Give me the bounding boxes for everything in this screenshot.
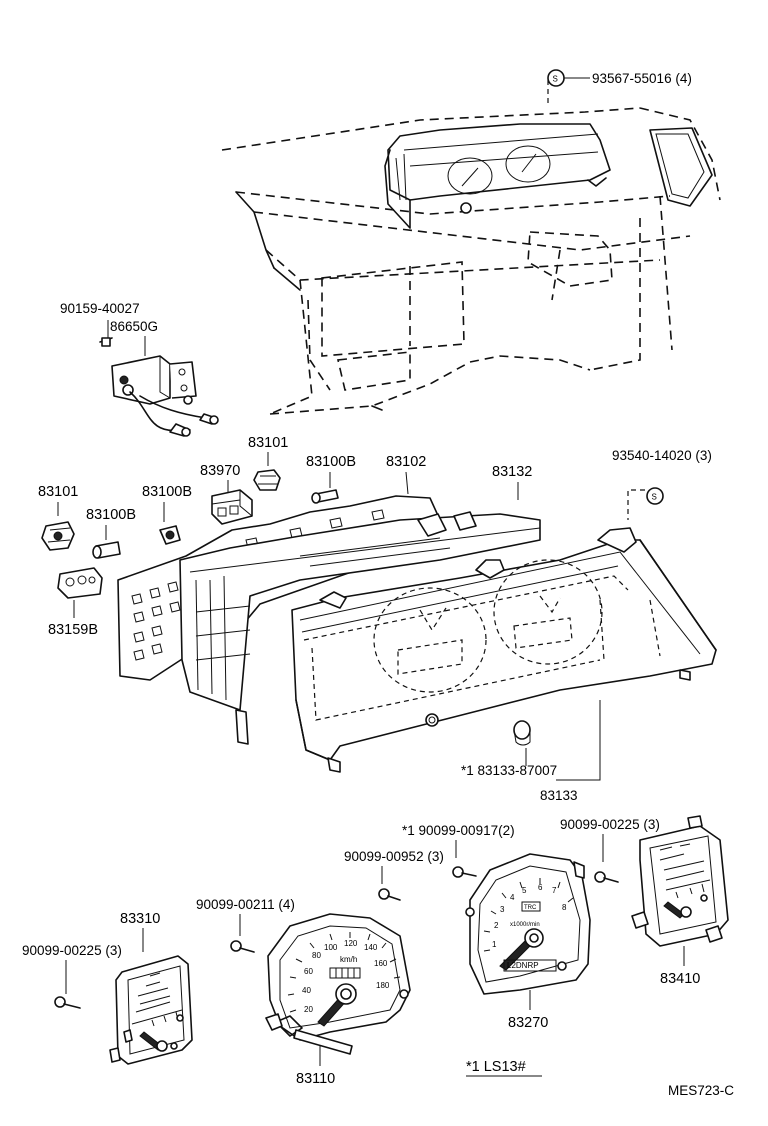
svg-text:20: 20: [304, 1005, 313, 1014]
label-83100b-left: 83100B: [86, 507, 136, 523]
diagram-code: MES723-C: [668, 1083, 734, 1098]
meter-case: [179, 511, 541, 745]
label-83410: 83410: [660, 971, 700, 987]
label-83101-left: 83101: [38, 484, 78, 500]
label-90099-00211: 90099-00211 (4): [196, 897, 295, 912]
label-90099-00952: 90099-00952 (3): [344, 849, 444, 864]
label-93540-14020: 93540-14020 (3): [612, 448, 712, 463]
screw-90099-00225-left: [54, 996, 81, 1009]
note-ls13: *1 LS13#: [466, 1059, 526, 1075]
label-83133: 83133: [540, 788, 578, 803]
label-83101-top: 83101: [248, 435, 288, 451]
svg-text:L2DNRP: L2DNRP: [507, 961, 539, 970]
bulb-83100b-top: [311, 489, 339, 504]
label-86650g: 86650G: [110, 319, 158, 334]
screw-90099-00952: [378, 888, 401, 901]
screw-90099-00211: [230, 940, 255, 953]
label-83270: 83270: [508, 1015, 548, 1031]
relay-86650g: [99, 337, 219, 437]
svg-text:TRC: TRC: [524, 905, 537, 911]
gauge-83410: [631, 815, 729, 947]
screw-90099-00917: [452, 866, 477, 878]
label-93567-55016: 93567-55016 (4): [592, 71, 692, 86]
svg-text:7: 7: [552, 886, 557, 895]
label-83102: 83102: [386, 454, 426, 470]
svg-text:5: 5: [522, 886, 527, 895]
s-mark-top: S: [547, 69, 565, 87]
fuel-temp-gauge-83310: [109, 955, 193, 1065]
svg-text:6: 6: [538, 883, 543, 892]
speedometer-83110: 20 40 60 80 100 120 140 160 180 km/h: [265, 913, 411, 1055]
svg-text:60: 60: [304, 967, 313, 976]
bulb-socket-83101-left: [41, 521, 75, 551]
svg-text:80: 80: [312, 951, 321, 960]
svg-text:S: S: [553, 75, 558, 84]
label-83159b: 83159B: [48, 622, 98, 638]
svg-text:140: 140: [364, 943, 378, 952]
meter-lens-83133: [291, 527, 717, 773]
label-90099-00225-left: 90099-00225 (3): [22, 943, 122, 958]
label-83132: 83132: [492, 464, 532, 480]
svg-text:8: 8: [562, 903, 567, 912]
label-90159-40027: 90159-40027: [60, 301, 140, 316]
label-83100b-mid: 83100B: [142, 484, 192, 500]
label-90099-00225-right: 90099-00225 (3): [560, 817, 660, 832]
plug-83133-87007: [513, 720, 531, 746]
bulb-83100b-left: [92, 541, 121, 559]
tachometer-83270: 1 2 3 4 5 6 7 8 TRC x1000r/min L2DNRP: [465, 853, 591, 995]
bulb-socket-83101-top: [253, 469, 281, 491]
label-83100b-top: 83100B: [306, 454, 356, 470]
svg-text:x1000r/min: x1000r/min: [510, 922, 540, 928]
svg-text:km/h: km/h: [340, 955, 357, 964]
switch-83159b: [57, 567, 103, 599]
label-90099-00917: *1 90099-00917(2): [402, 823, 515, 838]
svg-text:3: 3: [500, 905, 505, 914]
connector-83970: [211, 489, 253, 525]
svg-text:4: 4: [510, 893, 515, 902]
svg-text:160: 160: [374, 959, 388, 968]
label-83310: 83310: [120, 911, 160, 927]
screw-90099-00225-right: [594, 871, 619, 883]
s-mark-right: S: [646, 487, 664, 505]
bulb-83100b-mid: [159, 525, 181, 545]
svg-text:180: 180: [376, 981, 390, 990]
label-83133-87007: *1 83133-87007: [461, 763, 557, 778]
svg-text:40: 40: [302, 986, 311, 995]
svg-text:1: 1: [492, 940, 497, 949]
svg-text:100: 100: [324, 943, 338, 952]
label-83970: 83970: [200, 463, 240, 479]
svg-text:2: 2: [494, 921, 499, 930]
dashboard-outline: [221, 80, 721, 415]
svg-text:S: S: [652, 493, 657, 502]
label-83110: 83110: [296, 1071, 335, 1087]
svg-text:120: 120: [344, 939, 358, 948]
